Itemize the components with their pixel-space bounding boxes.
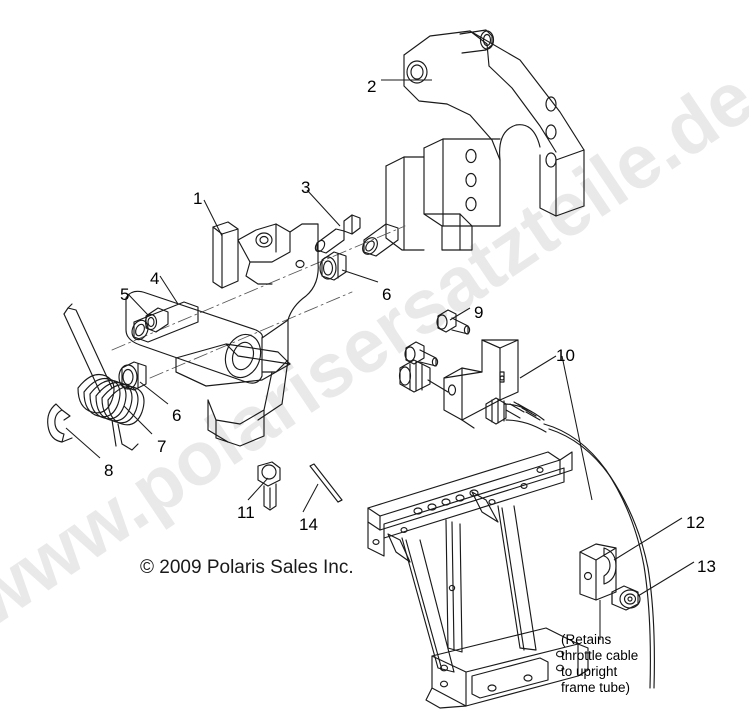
callout-hex-bolt: 3 [301, 178, 311, 197]
part-clevis-pin-upper [436, 309, 471, 335]
callout-clamp-screw: 13 [697, 557, 716, 576]
callout-pivot-spacer-tube: 4 [150, 269, 160, 288]
part-cable-clamp [579, 543, 617, 601]
leader-lines [65, 79, 695, 640]
part-cable-retainer-clip [257, 461, 281, 511]
note-line: frame tube) [561, 679, 631, 695]
callout-flange-nut: 5 [120, 285, 130, 304]
part-clamp-screw [611, 585, 641, 611]
note-line: throttle cable [561, 647, 639, 663]
part-bushing-upper [319, 251, 347, 281]
part-cable-bracket [443, 339, 519, 421]
callout-cotter-rod: 14 [299, 515, 318, 534]
part-mounting-bracket [385, 29, 585, 251]
part-bushing-lower [118, 361, 147, 391]
callout-clevis-pin: 9 [474, 303, 484, 322]
part-throttle-cable [398, 359, 655, 689]
callout-retaining-clip: 8 [104, 461, 114, 480]
callout-bushing-upper: 6 [382, 285, 392, 304]
part-frame-assembly [367, 451, 589, 709]
part-pedal-arm [125, 223, 319, 447]
note-line: to upright [561, 663, 618, 679]
part-flange-nut [144, 307, 169, 333]
part-spacer-tube-left [131, 301, 199, 343]
part-return-spring [63, 303, 145, 451]
part-pedal-pad-bracket [212, 221, 239, 289]
note-line: (Retains [561, 632, 612, 647]
part-pivot-spacer-tube [362, 223, 399, 257]
callout-return-spring: 7 [157, 437, 167, 456]
callout-cable-bracket: 10 [556, 346, 575, 365]
part-retaining-clip [47, 403, 73, 443]
copyright-notice: © 2009 Polaris Sales Inc. [140, 557, 354, 578]
callout-bushing-lower: 6 [172, 406, 182, 425]
callout-pedal-pad-bracket: 1 [193, 189, 203, 208]
part-cotter-rod [309, 463, 343, 503]
callout-cable-clamp: 12 [686, 513, 705, 532]
part-clevis-pin-lower [404, 341, 439, 367]
part-hex-bolt [314, 214, 361, 254]
callout-cable-retainer-clip: 11 [237, 503, 255, 522]
callout-mounting-bracket: 2 [367, 77, 377, 96]
